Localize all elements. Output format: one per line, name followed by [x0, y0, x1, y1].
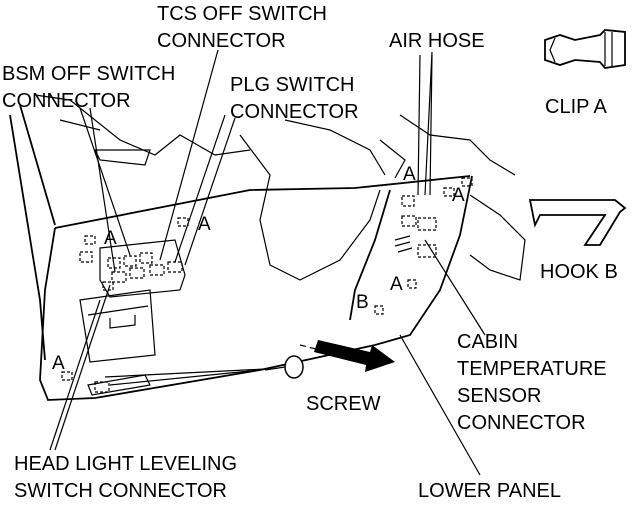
screw-icon	[104, 355, 304, 386]
dashboard-outline	[9, 94, 526, 361]
connector-cluster	[61, 177, 473, 393]
air-hose-outline	[417, 54, 433, 196]
lower-panel-label: LOWER PANEL	[418, 480, 561, 502]
cabin-temperature-sensor-connector-label: CABIN	[457, 331, 518, 353]
clip-a-icon	[544, 29, 626, 69]
hook-b-icon	[528, 199, 627, 246]
marker-a: A	[104, 228, 117, 249]
tcs-off-switch-connector-label: CONNECTOR	[157, 30, 286, 52]
screw-label: SCREW	[306, 393, 381, 415]
marker-a: A	[390, 274, 403, 295]
clip-a-label: CLIP A	[545, 96, 608, 118]
cabin-temperature-sensor-connector-label: CONNECTOR	[457, 412, 586, 434]
bsm-off-switch-connector-label: BSM OFF SWITCH	[2, 63, 175, 85]
air-hose-label: AIR HOSE	[389, 30, 485, 52]
lower-panel-body	[39, 175, 473, 401]
tcs-off-switch-connector-label: TCS OFF SWITCH	[157, 3, 327, 25]
head-light-leveling-switch-connector-label: HEAD LIGHT LEVELING	[14, 453, 237, 475]
cabin-temperature-sensor-connector-label: TEMPERATURE	[457, 358, 607, 380]
marker-a: A	[452, 185, 465, 206]
bsm-off-switch-connector-label: CONNECTOR	[2, 90, 131, 112]
marker-a: A	[52, 353, 65, 374]
hook-b-label: HOOK B	[540, 261, 618, 283]
head-light-leveling-switch-connector-label: SWITCH CONNECTOR	[14, 480, 227, 502]
removal-arrow	[299, 340, 395, 372]
cabin-temperature-sensor-connector-label: SENSOR	[457, 385, 541, 407]
plg-switch-connector-label: PLG SWITCH	[230, 74, 354, 96]
marker-b: B	[356, 292, 369, 313]
plg-switch-connector-label: CONNECTOR	[230, 101, 359, 123]
leader-lines	[49, 49, 486, 476]
marker-a: A	[403, 164, 416, 185]
marker-a: A	[198, 214, 211, 235]
